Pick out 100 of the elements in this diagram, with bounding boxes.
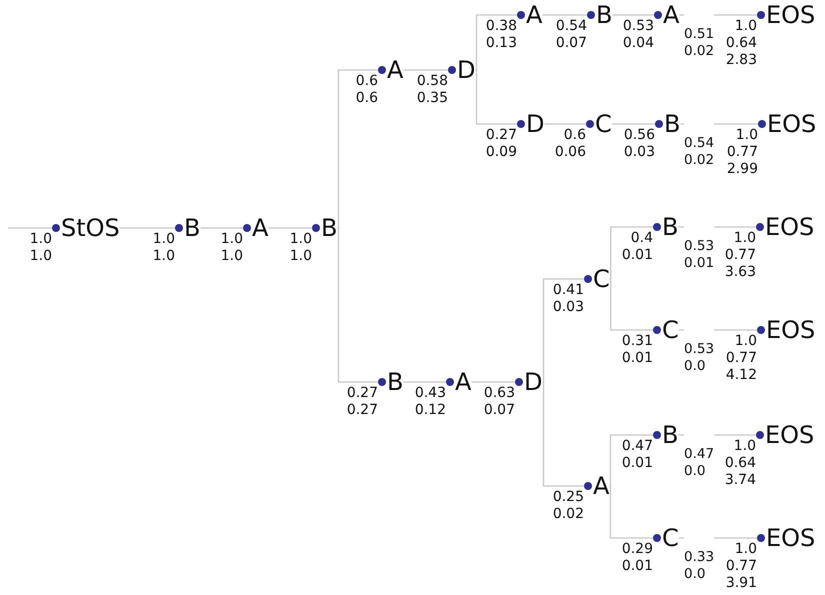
score-value: 0.01 bbox=[622, 350, 653, 367]
tree-branch-line bbox=[475, 69, 517, 125]
score-value: 0.77 bbox=[726, 350, 757, 367]
tree-branch-line bbox=[200, 227, 243, 229]
tree-branch-line bbox=[337, 69, 378, 229]
score-value: 0.53 bbox=[622, 18, 654, 35]
score-value: 0.02 bbox=[684, 152, 714, 169]
score-value: 3.74 bbox=[724, 472, 756, 489]
score-value: 0.6 bbox=[356, 90, 378, 107]
score-value: 1.0 bbox=[732, 230, 756, 247]
score-value: 0.27 bbox=[346, 402, 378, 419]
score-value: 1.0 bbox=[30, 231, 52, 248]
tree-branch-line bbox=[609, 226, 653, 280]
score-value: 0.58 bbox=[416, 73, 448, 90]
token-label: B bbox=[662, 213, 678, 241]
score-value: 1.0 bbox=[734, 333, 757, 350]
score-value: 0.01 bbox=[622, 558, 653, 575]
score-value: 0.54 bbox=[556, 18, 587, 35]
score-value: 0.77 bbox=[726, 144, 758, 161]
tree-branch-line bbox=[680, 123, 684, 125]
tree-branch-line bbox=[714, 537, 757, 539]
score-value: 0.09 bbox=[486, 144, 517, 161]
token-label: B bbox=[596, 1, 612, 29]
tree-branch-line bbox=[678, 226, 684, 228]
token-label: B bbox=[184, 214, 200, 242]
token-label: StOS bbox=[61, 214, 120, 242]
token-label: A bbox=[252, 214, 268, 242]
tree-branch-line bbox=[714, 14, 757, 16]
tree-branch-line bbox=[542, 381, 584, 487]
score-value: 0.4 bbox=[630, 230, 653, 247]
tree-branch-line bbox=[609, 278, 653, 331]
token-label: A bbox=[663, 1, 680, 29]
tree-branch-line bbox=[609, 485, 653, 539]
tree-branch-line bbox=[542, 14, 587, 16]
tree-branch-line bbox=[471, 381, 515, 383]
score-value: 0.12 bbox=[414, 402, 446, 419]
token-label: A bbox=[593, 472, 610, 500]
score-value: 0.27 bbox=[346, 385, 378, 402]
token-label: C bbox=[662, 316, 679, 344]
score-value: 1.0 bbox=[734, 127, 758, 144]
tree-branch-line bbox=[612, 14, 654, 16]
tree-branch-line bbox=[714, 434, 756, 436]
score-value: 0.0 bbox=[684, 358, 706, 375]
token-label: D bbox=[526, 110, 544, 138]
score-value: 1.0 bbox=[220, 231, 243, 248]
score-value: 0.64 bbox=[724, 455, 756, 472]
token-label: C bbox=[662, 524, 679, 552]
score-value: 0.64 bbox=[726, 35, 757, 52]
score-value: 0.38 bbox=[486, 18, 517, 35]
score-value: 0.25 bbox=[552, 489, 584, 506]
score-value: 0.0 bbox=[684, 566, 706, 583]
score-value: 0.01 bbox=[684, 255, 714, 272]
token-label: A bbox=[455, 368, 472, 396]
score-value: 0.06 bbox=[554, 144, 586, 161]
score-value: 0.01 bbox=[622, 455, 653, 472]
tree-branch-line bbox=[679, 14, 684, 16]
score-value: 0.33 bbox=[684, 549, 714, 566]
token-label: C bbox=[595, 110, 612, 138]
score-value: 0.03 bbox=[624, 144, 655, 161]
score-value: 0.27 bbox=[486, 127, 517, 144]
tree-branch-line bbox=[120, 227, 175, 229]
score-value: 0.0 bbox=[684, 463, 706, 480]
tree-branch-line bbox=[678, 434, 684, 436]
token-label: EOS bbox=[766, 316, 816, 344]
tree-branch-line bbox=[678, 329, 684, 331]
token-label: EOS bbox=[765, 213, 814, 241]
tree-branch-line bbox=[403, 381, 446, 383]
score-value: 1.0 bbox=[152, 231, 175, 248]
token-label: EOS bbox=[766, 524, 816, 552]
score-value: 0.07 bbox=[484, 402, 515, 419]
score-value: 1.0 bbox=[290, 248, 312, 265]
score-value: 2.83 bbox=[726, 52, 757, 69]
score-value: 0.54 bbox=[684, 135, 714, 152]
score-value: 1.0 bbox=[732, 438, 756, 455]
score-value: 1.0 bbox=[220, 248, 243, 265]
score-value: 1.0 bbox=[290, 231, 312, 248]
tree-branch-line bbox=[542, 278, 584, 383]
score-value: 0.43 bbox=[414, 385, 446, 402]
score-value: 0.04 bbox=[622, 35, 654, 52]
tree-branch-line bbox=[475, 14, 517, 71]
score-value: 4.12 bbox=[726, 367, 757, 384]
score-value: 0.53 bbox=[684, 238, 714, 255]
score-value: 0.07 bbox=[556, 35, 587, 52]
score-value: 0.02 bbox=[552, 506, 584, 523]
token-label: B bbox=[662, 421, 678, 449]
token-label: D bbox=[457, 56, 476, 84]
tree-branch-line bbox=[714, 329, 757, 331]
score-value: 0.03 bbox=[552, 299, 584, 316]
tree-branch-line bbox=[678, 537, 684, 539]
score-value: 0.63 bbox=[484, 385, 515, 402]
token-label: C bbox=[593, 265, 610, 293]
token-label: B bbox=[387, 368, 404, 396]
token-label: B bbox=[664, 110, 680, 138]
token-label: EOS bbox=[767, 110, 816, 138]
tree-branch-line bbox=[714, 123, 758, 125]
score-value: 3.63 bbox=[724, 264, 756, 281]
tree-branch-line bbox=[612, 123, 655, 125]
score-value: 0.77 bbox=[724, 247, 756, 264]
score-value: 0.51 bbox=[684, 26, 714, 43]
tree-branch-line bbox=[337, 227, 378, 383]
